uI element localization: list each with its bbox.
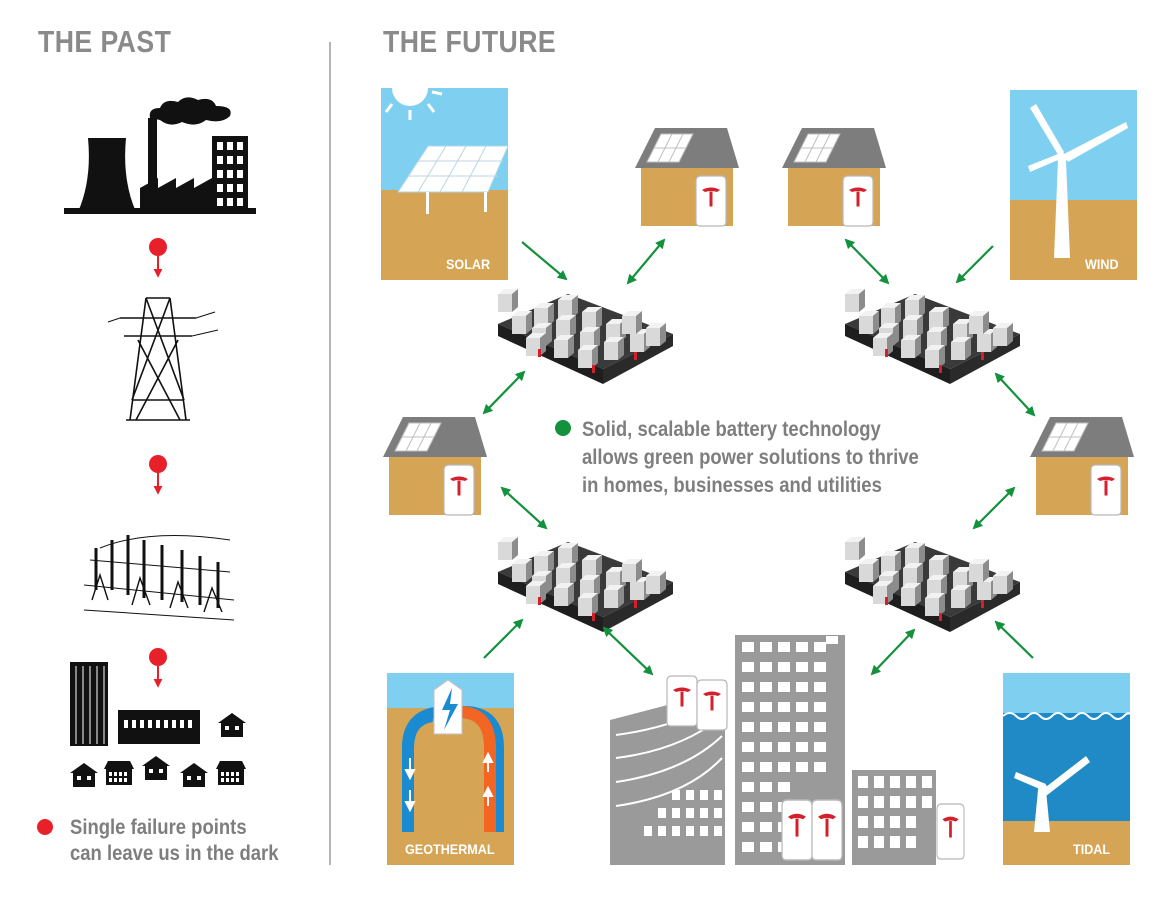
past-caption-line-1: Single failure points — [70, 816, 247, 839]
solar-label: SOLAR — [446, 256, 491, 272]
wind-label: WIND — [1085, 256, 1119, 272]
battery-grid-top-left — [498, 289, 673, 384]
house-with-battery-right — [1030, 417, 1134, 515]
tidal-turbine-icon — [1014, 756, 1090, 832]
tidal-label: TIDAL — [1073, 841, 1111, 857]
future-caption: Solid, scalable battery technology allow… — [582, 416, 919, 500]
solar-panel-icon — [397, 145, 509, 214]
solar-source-tile — [381, 88, 509, 280]
battery-unit-icon — [781, 799, 813, 861]
future-heading: THE FUTURE — [383, 24, 557, 59]
failure-point-marker — [149, 648, 167, 688]
battery-unit-icon — [696, 679, 728, 731]
power-plant-icon — [64, 97, 256, 214]
wind-turbine-icon — [1028, 104, 1128, 258]
energy-flow-arrows — [482, 238, 1036, 676]
house-with-battery-left — [383, 417, 487, 515]
house-with-battery-top-right — [782, 128, 886, 226]
past-heading: THE PAST — [38, 24, 172, 59]
future-caption-line-2: allows green power solutions to thrive — [582, 446, 919, 469]
wind-source-tile — [1010, 90, 1137, 280]
geothermal-label: GEOTHERMAL — [405, 841, 495, 857]
geothermal-source-tile — [387, 673, 514, 865]
past-caption-line-2: can leave us in the dark — [70, 842, 279, 865]
battery-legend-dot — [555, 420, 571, 436]
battery-grid-top-right — [845, 289, 1020, 384]
battery-grid-bottom-right — [845, 537, 1020, 632]
battery-unit-icon — [666, 675, 698, 727]
failure-point-legend-dot — [37, 819, 53, 835]
past-caption: Single failure points can leave us in th… — [70, 815, 279, 867]
future-caption-line-3: in homes, businesses and utilities — [582, 474, 882, 497]
utility-buildings-icon — [610, 635, 965, 865]
city-buildings-icon — [70, 662, 246, 787]
tidal-source-tile — [1002, 673, 1131, 865]
battery-unit-icon — [936, 803, 965, 860]
house-with-battery-top-left — [635, 128, 739, 226]
substation-icon — [83, 535, 235, 621]
battery-unit-icon — [811, 799, 843, 861]
failure-point-marker — [149, 455, 167, 495]
future-caption-line-1: Solid, scalable battery technology — [582, 418, 881, 441]
transmission-tower-icon — [107, 297, 219, 421]
sun-icon — [384, 88, 443, 120]
failure-point-marker — [149, 238, 167, 278]
battery-grid-bottom-left — [498, 537, 673, 632]
